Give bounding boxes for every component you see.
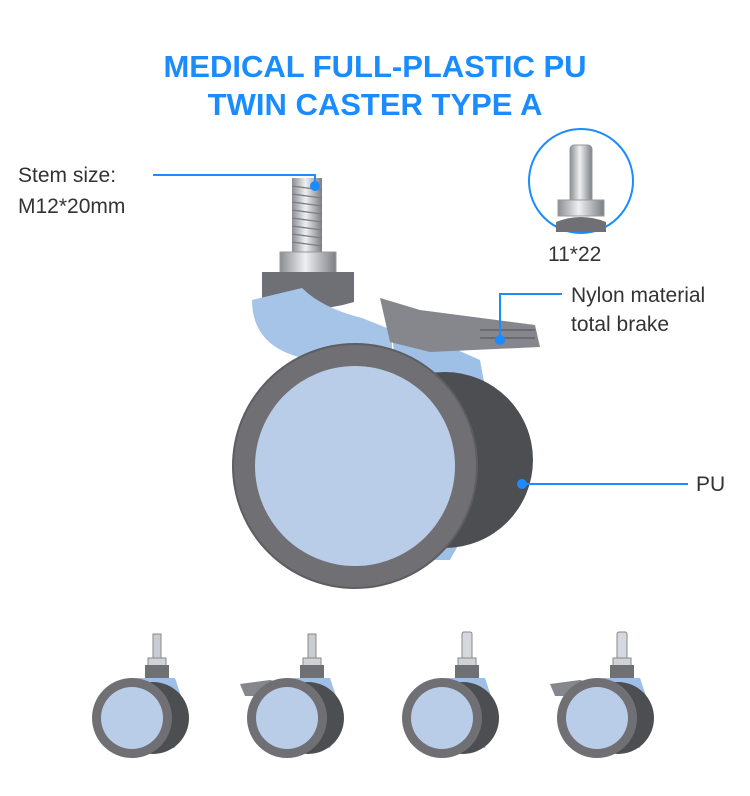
brake-label-1: Nylon material — [571, 284, 706, 307]
pu-leader-line — [517, 479, 688, 489]
stem-leader-line — [153, 174, 320, 191]
variant-caster-4 — [550, 631, 654, 758]
title-line-2: TWIN CASTER TYPE A — [207, 87, 543, 122]
wheel-material-label: PU — [696, 473, 726, 496]
stem-size-label: Stem size: — [18, 164, 117, 187]
stem-size-value: M12*20mm — [18, 195, 126, 218]
stem-inset — [528, 128, 634, 234]
variant-caster-1 — [92, 633, 189, 758]
variant-caster-3 — [402, 631, 499, 758]
variant-caster-2 — [240, 633, 344, 758]
brake-label-2: total brake — [571, 313, 670, 336]
inset-size-label: 11*22 — [548, 243, 602, 266]
title-line-1: MEDICAL FULL-PLASTIC PU — [163, 49, 587, 84]
brake-leader-line — [495, 293, 562, 345]
main-caster — [232, 178, 540, 589]
